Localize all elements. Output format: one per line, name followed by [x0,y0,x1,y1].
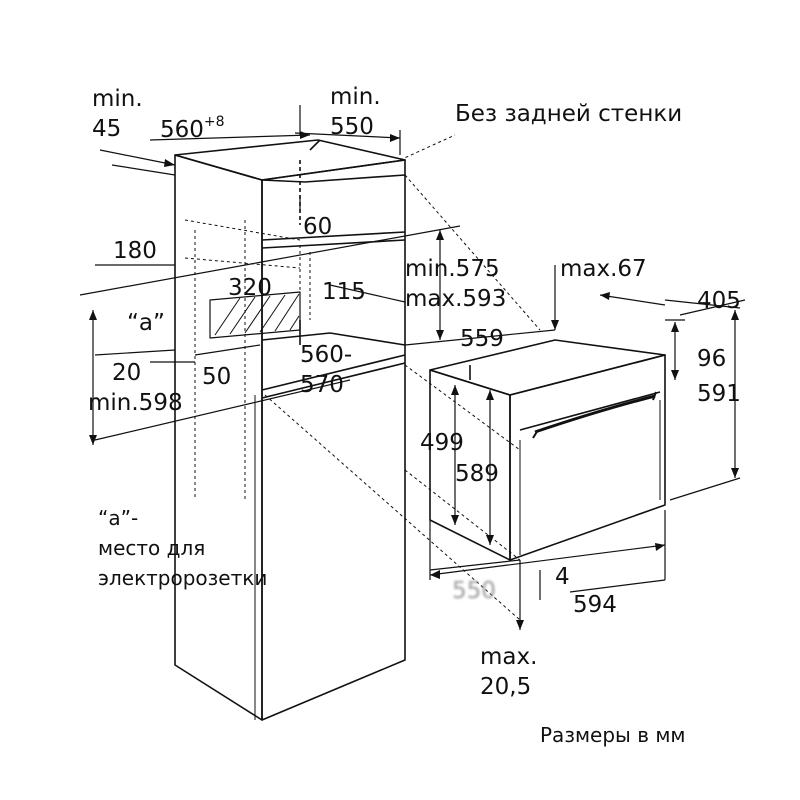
oven-appliance [429,339,666,561]
dim-96-label: 96 [697,346,727,372]
max67-label: max.67 [560,256,647,282]
dashed-guides [184,134,541,621]
cabinet-outline [174,139,406,721]
dim-50-label: 50 [202,364,232,390]
arrowheads [89,131,739,630]
width-560-value: 560 [160,117,204,143]
width-560-tolerance: +8 [203,114,225,130]
width-560-label: 560+8 [160,115,225,142]
dim-20-label: 20 [112,360,142,386]
min45-label-a: min. [92,86,143,112]
min45-label-b: 45 [92,116,122,142]
dim-4-label: 4 [555,564,570,590]
dim-559-label: 559 [460,326,504,352]
dim-591-label: 591 [697,381,741,407]
dim-589-label: 589 [455,461,499,487]
socket-area [209,291,301,339]
dim-560-570-label-a: 560- [300,342,353,368]
dim-560-570-label-b: 570 [300,372,344,398]
max20-label-b: 20,5 [480,674,532,700]
legend-line-1: место для [98,536,206,560]
dimension-lines [79,105,746,630]
min550-label-a: min. [330,84,381,110]
max593-label: max.593 [405,286,507,312]
dim-320-label: 320 [228,275,272,301]
min575-label: min.575 [405,256,500,282]
dim-405-label: 405 [697,288,741,314]
legend-a-label: “a”- [98,506,139,530]
dim-594-label: 594 [573,592,617,618]
socket-a-label: “a” [127,310,165,336]
max20-label-a: max. [480,644,538,670]
no-back-wall-label: Без задней стенки [455,101,683,127]
dim-499-label: 499 [420,430,464,456]
dim-180-label: 180 [113,238,157,264]
dim-60-label: 60 [303,214,333,240]
legend-line-2: электророзетки [98,566,268,590]
units-note: Размеры в мм [540,723,686,747]
dim-550-blurred-label: 550 [452,578,496,604]
dim-115-label: 115 [322,279,366,305]
min598-label: min.598 [88,390,183,416]
min550-label-b: 550 [330,114,374,140]
